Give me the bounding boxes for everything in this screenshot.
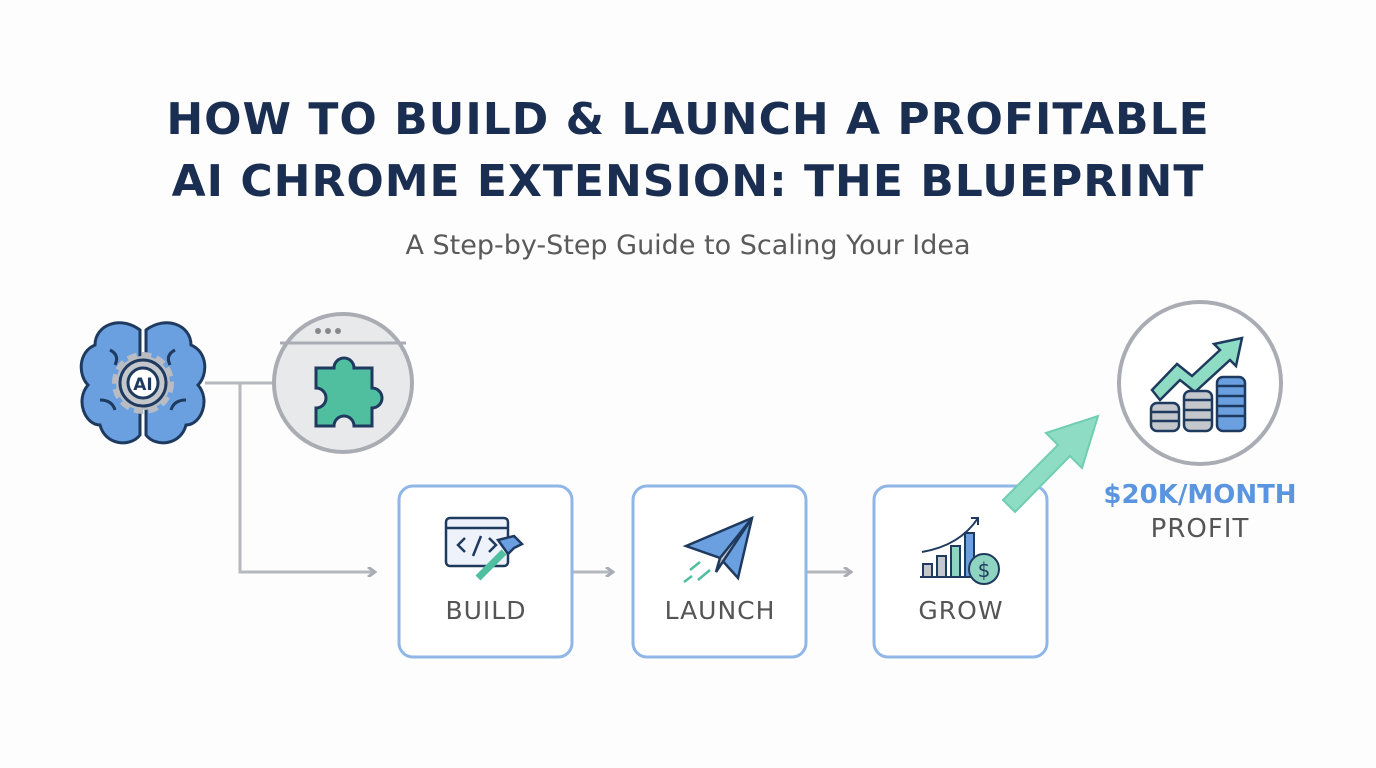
step-box-launch <box>631 484 808 659</box>
dollar-sign-icon: $ <box>978 558 991 582</box>
bar-chart-dollar-icon <box>920 517 1000 585</box>
step-label-launch: LAUNCH <box>664 596 776 625</box>
profit-label: PROFIT <box>1150 514 1250 544</box>
title-line-1: HOW TO BUILD & LAUNCH A PROFITABLE <box>166 94 1210 145</box>
code-hammer-icon <box>444 516 525 581</box>
ai-badge: AI <box>133 375 152 395</box>
step-label-grow: GROW <box>918 596 1004 625</box>
growth-arrow-icon <box>1001 414 1100 514</box>
title-line-2: AI CHROME EXTENSION: THE BLUEPRINT <box>171 156 1205 207</box>
flow-to-build-arrow <box>238 383 374 572</box>
subtitle: A Step-by-Step Guide to Scaling Your Ide… <box>405 230 971 261</box>
coins-growth-icon <box>1117 300 1283 466</box>
step-label-build: BUILD <box>445 596 527 625</box>
profit-amount: $20K/MONTH <box>1103 480 1297 510</box>
puzzle-piece-icon <box>272 312 414 454</box>
brain-gear-icon <box>79 321 207 445</box>
paper-plane-icon <box>682 515 754 583</box>
connector-lines <box>205 381 850 572</box>
